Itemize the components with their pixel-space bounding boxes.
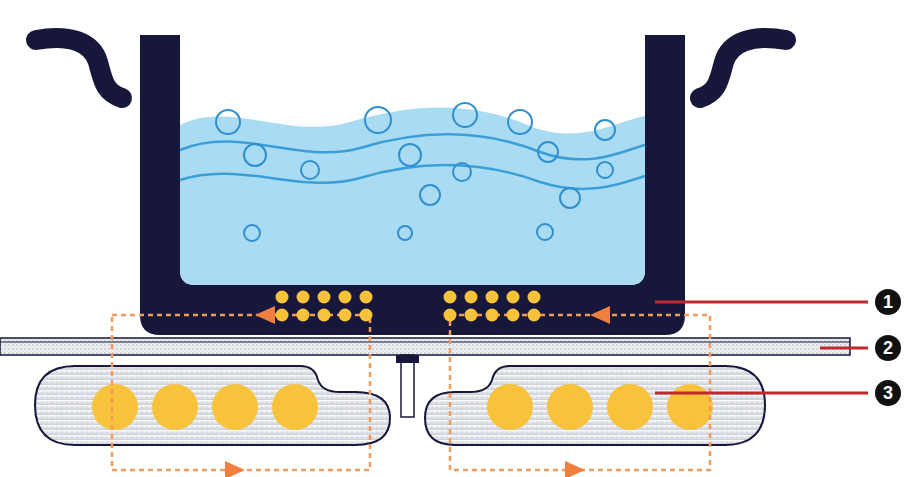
water <box>180 108 645 286</box>
bubbles <box>216 103 615 241</box>
magnetic-field <box>112 315 710 470</box>
induction-coil <box>425 366 765 445</box>
leader-lines <box>655 302 868 393</box>
callout-number: 2 <box>875 335 901 361</box>
water-wave <box>180 134 645 159</box>
water-wave <box>180 165 645 189</box>
field-arrows <box>225 306 610 477</box>
sensor-head <box>396 355 419 363</box>
glass-plate-line <box>0 342 850 343</box>
induction-coil <box>35 366 390 445</box>
callout-number: 3 <box>875 380 901 406</box>
callout-number: 1 <box>875 289 901 315</box>
pot-handle <box>700 38 786 98</box>
sensor-stem <box>401 355 414 417</box>
pot-body <box>140 35 685 335</box>
glass-plate <box>0 338 850 355</box>
pot-handle <box>36 38 122 98</box>
eddy-currents <box>276 291 541 322</box>
coil-windings <box>92 384 713 430</box>
